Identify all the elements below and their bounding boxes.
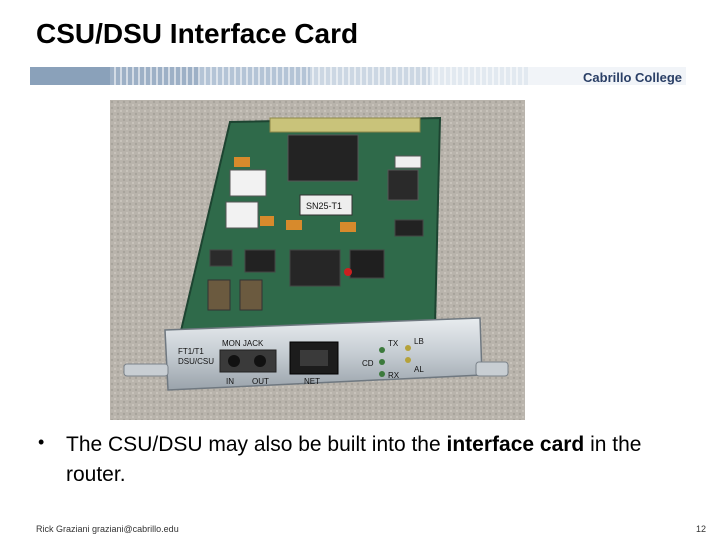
- bullet-text-bold: interface card: [446, 433, 585, 456]
- card-photo-svg: SN25-T1: [110, 100, 525, 420]
- page-number: 12: [695, 524, 706, 534]
- label-net: NET: [304, 377, 320, 386]
- led-rx: [379, 371, 385, 377]
- ic-5: [209, 249, 233, 267]
- edge-connector: [269, 117, 421, 133]
- chip-label: SN25-T1: [306, 201, 342, 211]
- ic-4: [394, 219, 424, 237]
- label-rx: RX: [388, 371, 400, 380]
- board-jack-2: [239, 279, 263, 311]
- header-bar: [30, 67, 686, 85]
- right-thumbscrew: [475, 361, 509, 377]
- label-mon-jack: MON JACK: [222, 339, 264, 348]
- main-chip: [287, 134, 359, 182]
- mon-out-jack: [254, 355, 266, 367]
- footer-author: Rick Graziani graziani@cabrillo.edu: [36, 524, 179, 534]
- label-al: AL: [414, 365, 424, 374]
- bullet-text-post: in the router.: [66, 433, 642, 486]
- label-lb: LB: [414, 337, 424, 346]
- label-in: IN: [226, 377, 234, 386]
- relay-1: [234, 157, 250, 167]
- header-stripes: [110, 67, 530, 85]
- right-sticker: [394, 155, 422, 169]
- label-cd: CD: [362, 359, 374, 368]
- led-tx: [379, 347, 385, 353]
- sticker-chip-left-2: [225, 201, 259, 229]
- ic-3: [244, 249, 276, 273]
- sticker-chip-left-1: [229, 169, 267, 197]
- net-jack: [289, 341, 339, 375]
- net-jack-opening: [300, 350, 328, 366]
- relay-2: [286, 220, 302, 230]
- bullet-marker: •: [38, 432, 45, 452]
- label-model: FT1/T1: [178, 347, 204, 356]
- led-lb: [405, 345, 411, 351]
- bullet-text-pre: The CSU/DSU may also be built into the: [66, 433, 447, 456]
- ic-2: [289, 249, 341, 287]
- red-led: [344, 268, 352, 276]
- label-model2: DSU/CSU: [178, 357, 214, 366]
- relay-4: [260, 216, 274, 226]
- led-al: [405, 357, 411, 363]
- label-out: OUT: [252, 377, 269, 386]
- ic-1: [349, 249, 385, 279]
- bullet-text: The CSU/DSU may also be built into the i…: [66, 430, 706, 490]
- college-brand: Cabrillo College: [583, 70, 682, 85]
- mon-in-jack: [228, 355, 240, 367]
- label-tx: TX: [388, 339, 399, 348]
- left-thumbscrew: [123, 363, 169, 377]
- relay-3: [340, 222, 356, 232]
- board-jack-1: [207, 279, 231, 311]
- right-chip-1: [387, 169, 419, 201]
- led-cd: [379, 359, 385, 365]
- label-chip: [299, 194, 353, 216]
- slide-title: CSU/DSU Interface Card: [36, 18, 359, 49]
- interface-card-photo: SN25-T1: [110, 100, 525, 420]
